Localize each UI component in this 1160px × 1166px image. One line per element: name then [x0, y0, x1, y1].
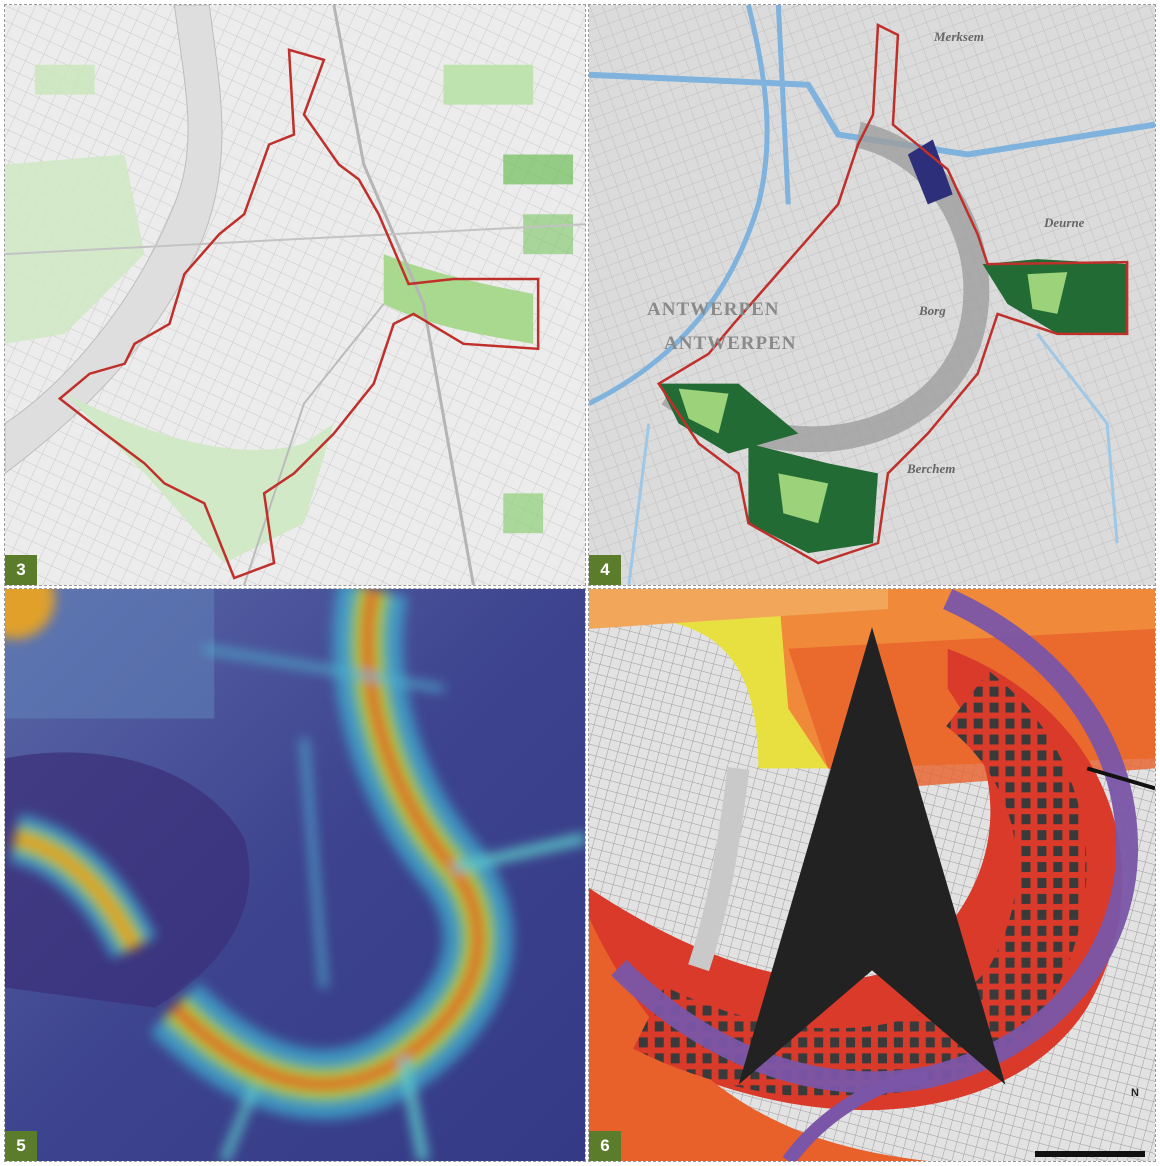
map-panel-3: 3 [4, 4, 586, 586]
map-4-zoning [589, 5, 1155, 585]
label-borgerhout: Borg [919, 303, 946, 318]
panel-number-badge: 4 [589, 555, 621, 585]
north-label: N [1131, 1087, 1140, 1099]
north-arrow-icon [738, 627, 1006, 1085]
label-antwerpen: ANTWERPEN [647, 299, 780, 320]
label-merksem: Merksem [934, 29, 984, 44]
map-3-topographic [5, 5, 585, 585]
map-5-concentration-heatmap [5, 589, 585, 1161]
map-panel-5: 5 [4, 588, 586, 1162]
panel-number-badge: 3 [5, 555, 37, 585]
label-berchem: Berchem [907, 461, 956, 476]
project-boundary [57, 48, 540, 580]
panel-number-badge: 6 [589, 1131, 621, 1161]
scale-bar [1035, 1151, 1145, 1157]
project-boundary [656, 22, 1129, 565]
ring-road [611, 589, 1139, 1094]
label-antwerpen-shadow: ANTWERPEN [664, 333, 797, 354]
label-deurne: Deurne [1044, 215, 1085, 230]
panel-number-badge: 5 [5, 1131, 37, 1161]
map-panel-4: Merksem Deurne ANTWERPEN ANTWERPEN Borg … [588, 4, 1156, 586]
map-panel-6: N 6 [588, 588, 1156, 1162]
